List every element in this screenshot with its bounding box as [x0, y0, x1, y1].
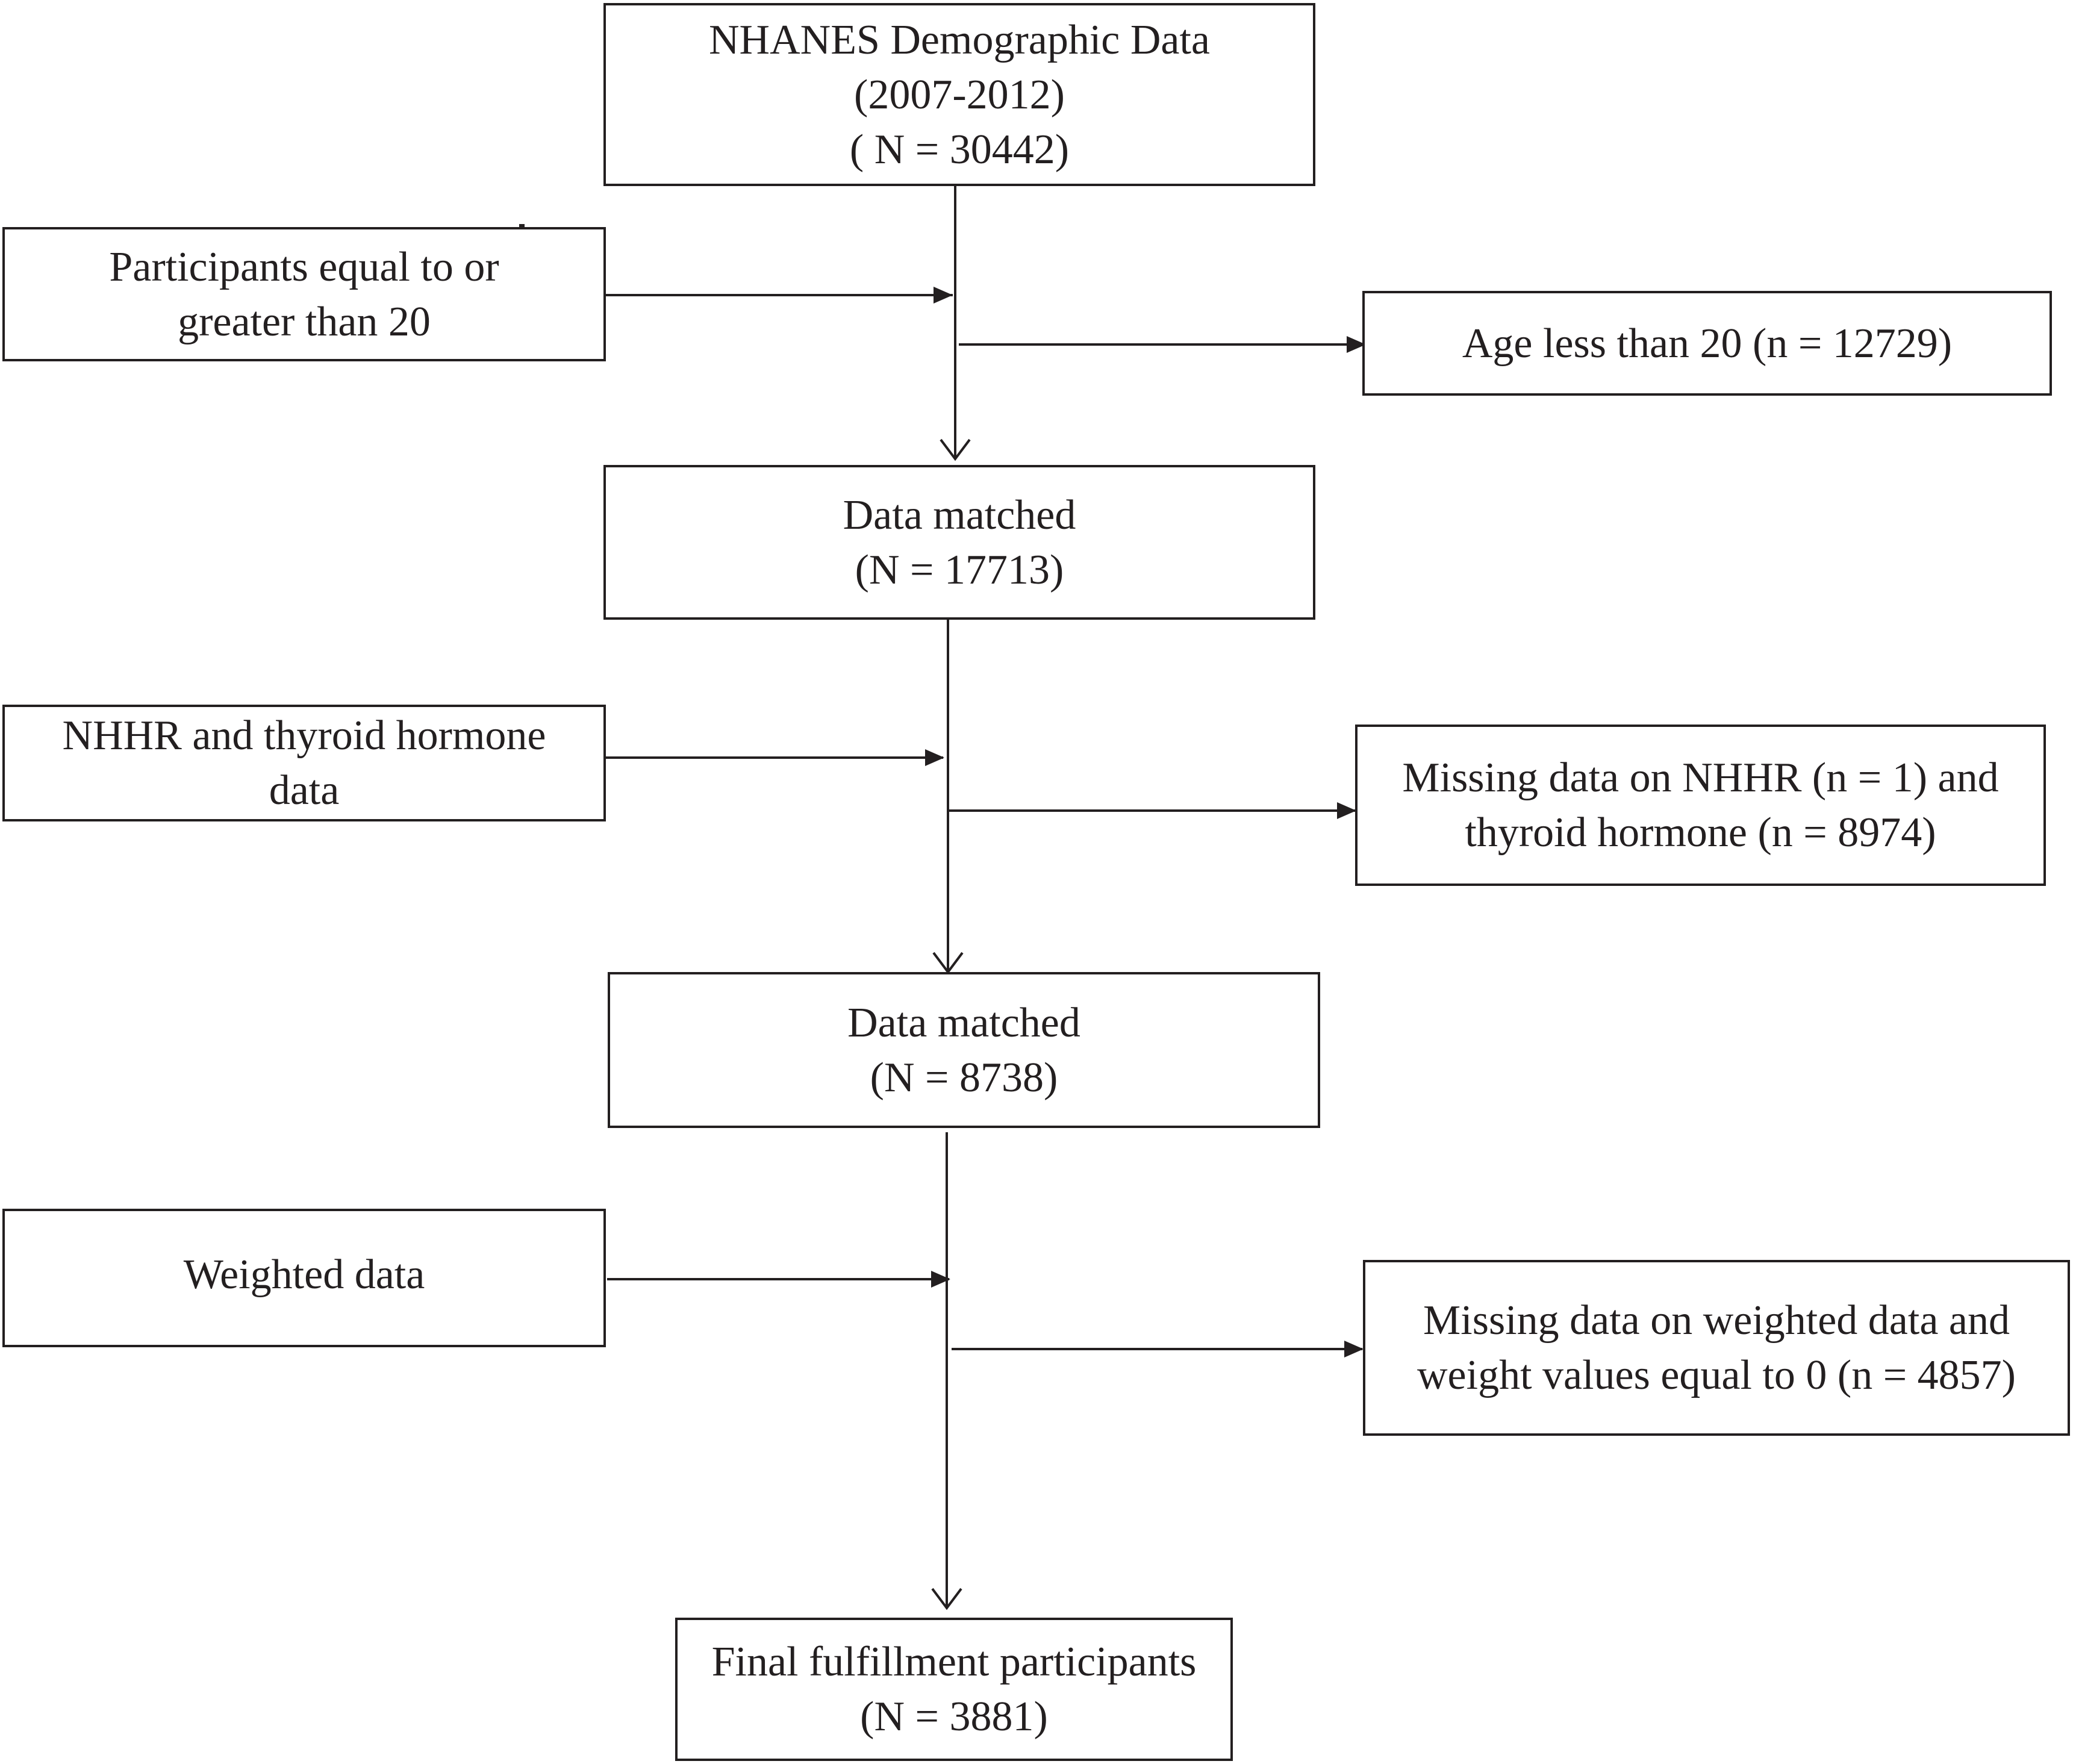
- inclusion-age-line-2: greater than 20: [178, 298, 431, 345]
- arrowhead-down-matched1: [940, 438, 971, 461]
- inclusion-age-line-1: Participants equal to or: [109, 243, 499, 290]
- step-matched1-line-1: Data matched: [843, 491, 1076, 538]
- step-matched2-line-2: (N = 8738): [870, 1054, 1058, 1101]
- exclusion-weighted-line-1: Missing data on weighted data and: [1423, 1297, 2010, 1344]
- inclusion-nhhr-box: NHHR and thyroid hormone data: [2, 705, 606, 821]
- exclusion-age-line-1: Age less than 20 (n = 12729): [1462, 320, 1953, 367]
- arrowhead-exclusion-age: [1347, 336, 1366, 353]
- arrowhead-inclusion-nhhr: [925, 749, 944, 766]
- exclusion-weighted-box: Missing data on weighted data and weight…: [1363, 1260, 2070, 1436]
- step-matched1-box: Data matched (N = 17713): [603, 465, 1315, 620]
- arrowhead-inclusion-age: [934, 287, 953, 304]
- inclusion-nhhr-line-2: data: [269, 767, 340, 814]
- step-matched1-line-2: (N = 17713): [855, 546, 1064, 593]
- exclusion-weighted-line-2: weight values equal to 0 (n = 4857): [1417, 1352, 2016, 1398]
- inclusion-weighted-line-1: Weighted data: [183, 1251, 425, 1298]
- step-final-line-1: Final fulfillment participants: [711, 1639, 1197, 1685]
- inclusion-nhhr-line-1: NHHR and thyroid hormone: [62, 712, 546, 759]
- inclusion-weighted-box: Weighted data: [2, 1209, 606, 1347]
- arrowhead-exclusion-nhhr: [1337, 802, 1356, 819]
- step-matched2-line-1: Data matched: [847, 999, 1080, 1046]
- step-final-line-2: (N = 3881): [860, 1694, 1048, 1740]
- exclusion-nhhr-line-2: thyroid hormone (n = 8974): [1465, 809, 1936, 856]
- inclusion-age-box: Participants equal to or greater than 20: [2, 227, 606, 361]
- arrowhead-down-final: [931, 1588, 962, 1610]
- exclusion-nhhr-line-1: Missing data on NHHR (n = 1) and: [1402, 755, 1999, 801]
- step-source-line-1: NHANES Demographic Data: [708, 16, 1210, 63]
- step-source-line-2: (2007-2012): [854, 71, 1065, 118]
- step-source-line-3: ( N = 30442): [849, 126, 1070, 173]
- arrowhead-inclusion-weighted: [931, 1271, 950, 1288]
- exclusion-nhhr-box: Missing data on NHHR (n = 1) and thyroid…: [1355, 725, 2046, 886]
- arrowhead-exclusion-weighted: [1344, 1341, 1364, 1357]
- step-final-box: Final fulfillment participants (N = 3881…: [675, 1618, 1233, 1761]
- exclusion-age-box: Age less than 20 (n = 12729): [1362, 291, 2052, 396]
- step-source-box: NHANES Demographic Data (2007-2012) ( N …: [603, 3, 1315, 186]
- step-matched2-box: Data matched (N = 8738): [608, 972, 1320, 1128]
